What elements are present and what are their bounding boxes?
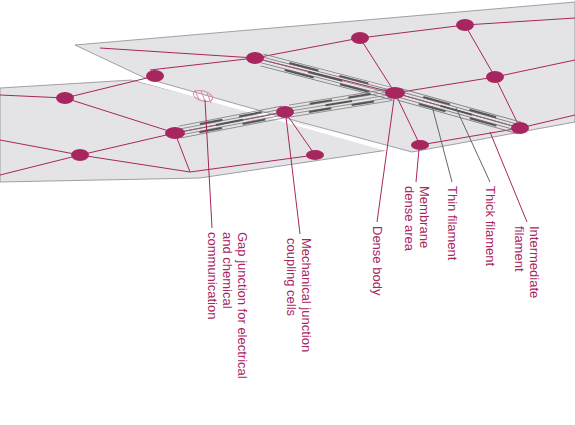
myofilament-bundles	[179, 54, 521, 138]
part-label: Gap junction for electrical and chemical…	[205, 232, 250, 397]
lower-cell	[0, 80, 388, 182]
mechanical-junction	[276, 106, 294, 118]
part-label: Thin filament	[445, 186, 460, 296]
part-label: Intermediate filament	[512, 226, 542, 306]
leader-lines	[205, 99, 527, 234]
part-label: Membrane dense area	[402, 186, 432, 261]
part-label: Dense body	[370, 226, 385, 316]
part-label: Mechanical junction coupling cells	[284, 238, 314, 368]
cell-boundary	[132, 78, 392, 151]
dense-bodies	[56, 19, 529, 161]
gap-junction	[192, 88, 214, 103]
part-label: Thick filament	[483, 186, 498, 296]
intermediate-filaments	[0, 18, 575, 175]
